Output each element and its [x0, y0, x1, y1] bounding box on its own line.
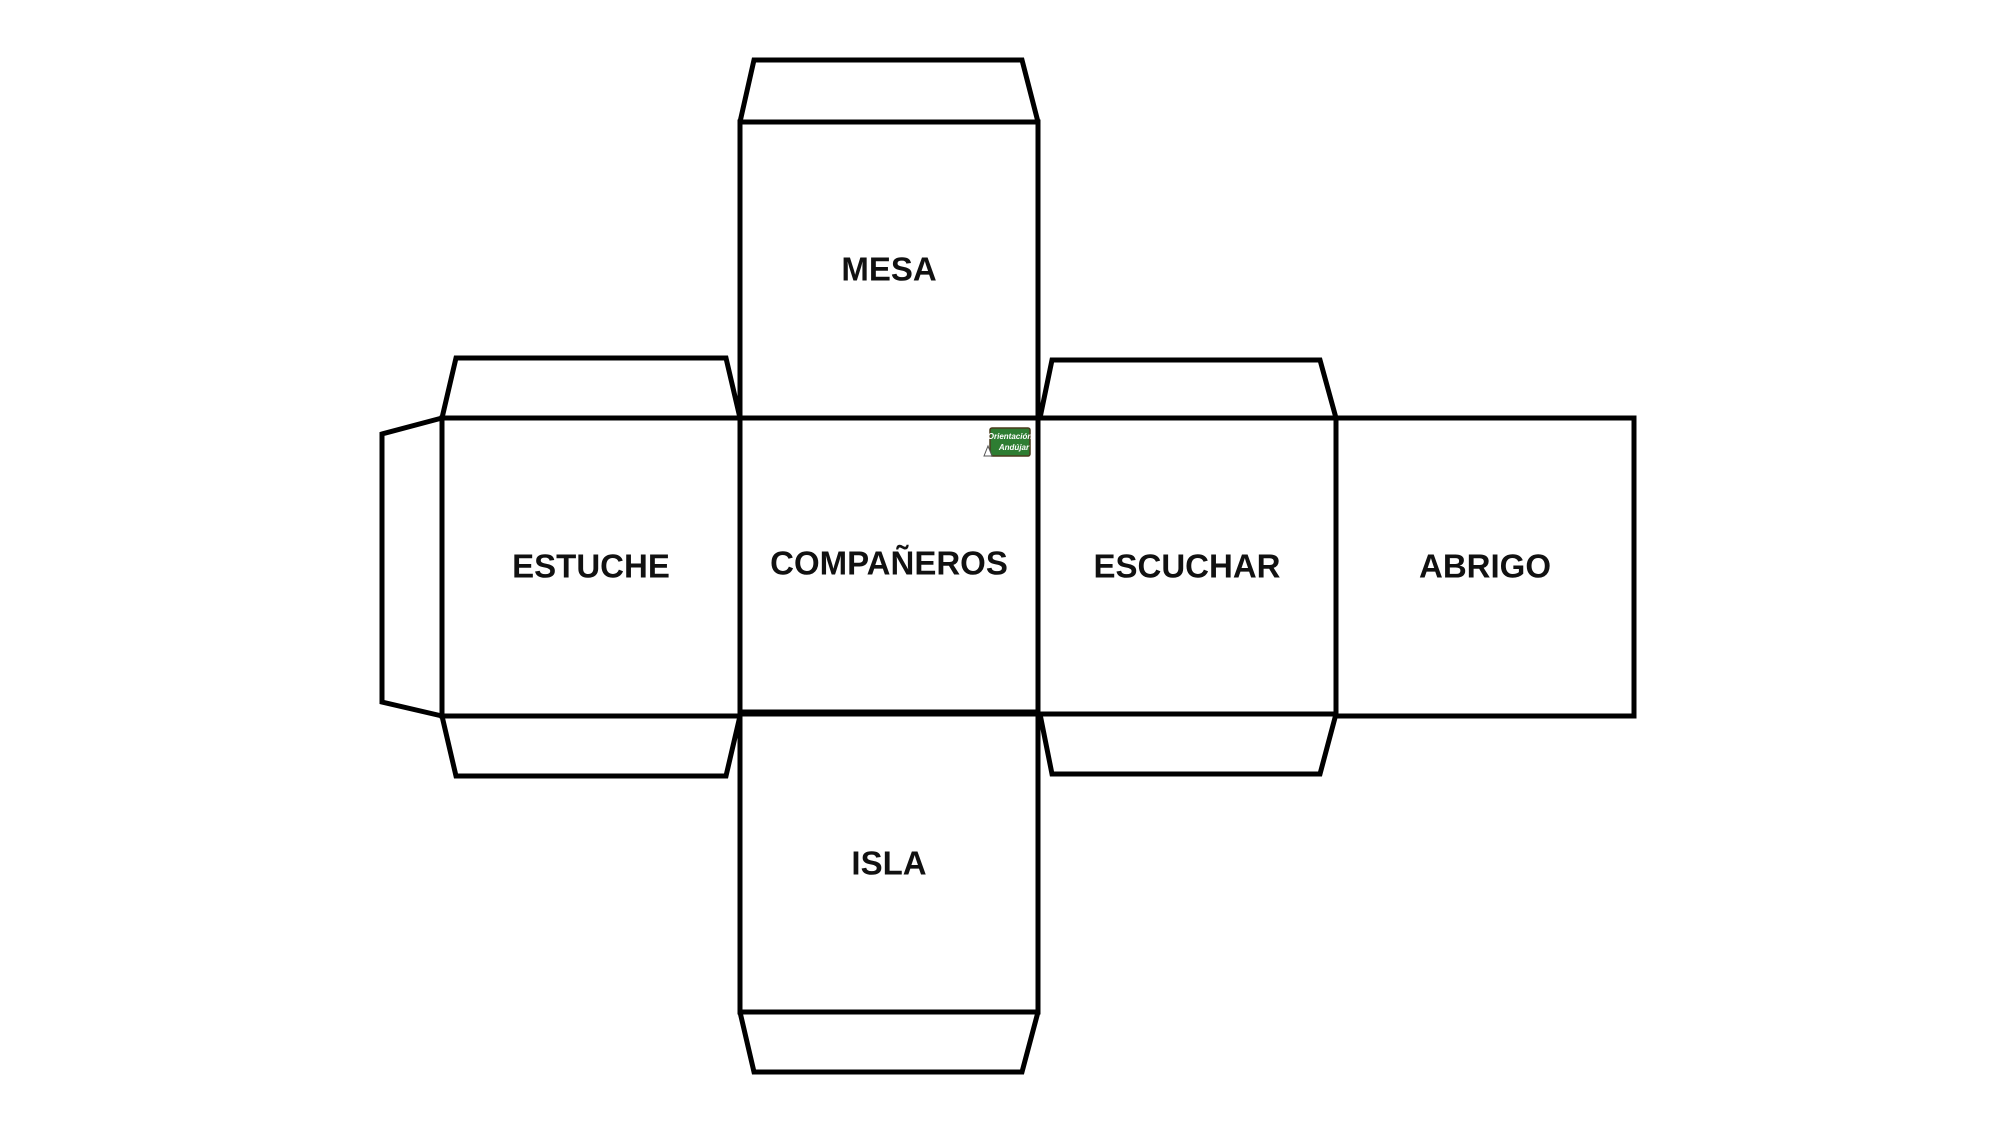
- flap-bottom-isla: [737, 1011, 1041, 1075]
- face-label-abrigo: ABRIGO: [1419, 548, 1551, 585]
- face-abrigo: [1333, 415, 1637, 719]
- flap-top-mesa: [737, 57, 1041, 123]
- logo-text-line1: Orientación: [988, 432, 1033, 441]
- flap-bottom-escuchar: [1037, 713, 1339, 777]
- face-label-escuchar: ESCUCHAR: [1093, 548, 1280, 585]
- flap-top-escuchar: [1037, 357, 1339, 419]
- face-label-companeros: COMPAÑEROS: [770, 545, 1008, 582]
- flap-left-estuche: [379, 415, 443, 719]
- flap-top-estuche: [439, 355, 743, 419]
- face-isla: [737, 711, 1041, 1015]
- face-label-estuche: ESTUCHE: [512, 548, 670, 585]
- logo-text-line2: Andújar: [998, 443, 1030, 452]
- face-label-mesa: MESA: [841, 251, 936, 288]
- flap-bottom-estuche: [439, 715, 743, 779]
- logo-figure-icon: [983, 444, 993, 457]
- face-label-isla: ISLA: [851, 845, 926, 882]
- orientacion-andujar-logo: Orientación Andújar: [983, 427, 1033, 457]
- logo-board: [989, 427, 1031, 457]
